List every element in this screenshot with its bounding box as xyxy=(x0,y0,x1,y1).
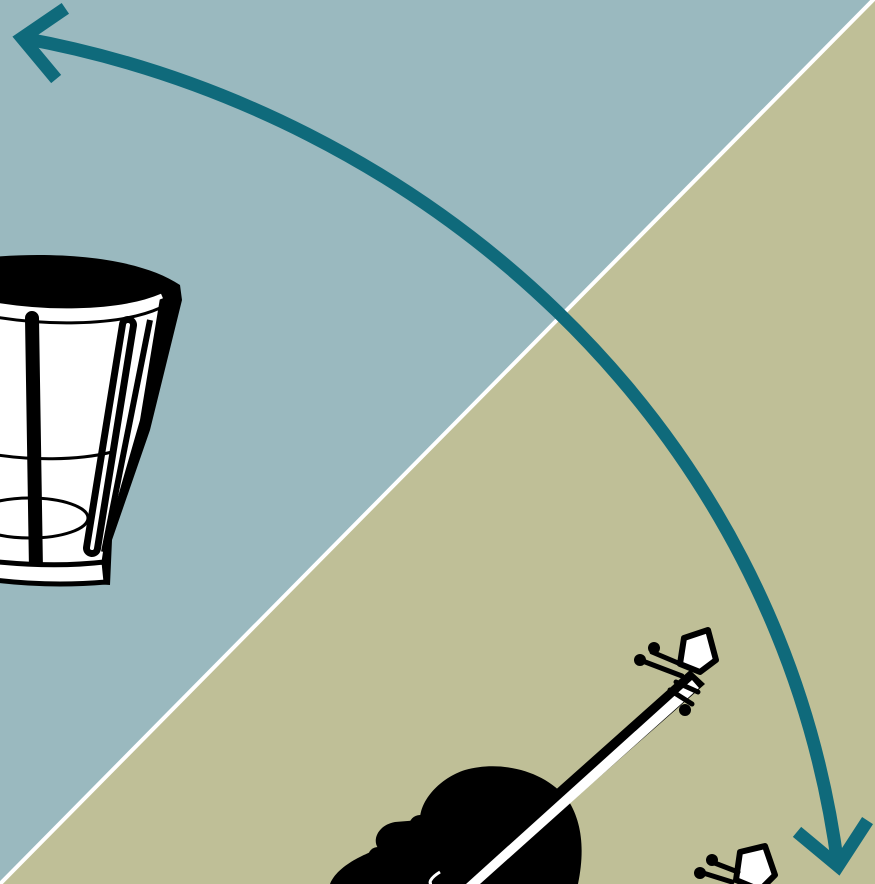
violin-scroll-icon xyxy=(694,843,778,884)
double-headed-curved-arrow-icon xyxy=(12,2,873,876)
timpani-drum-icon xyxy=(0,255,182,587)
violin-icon xyxy=(330,627,719,884)
